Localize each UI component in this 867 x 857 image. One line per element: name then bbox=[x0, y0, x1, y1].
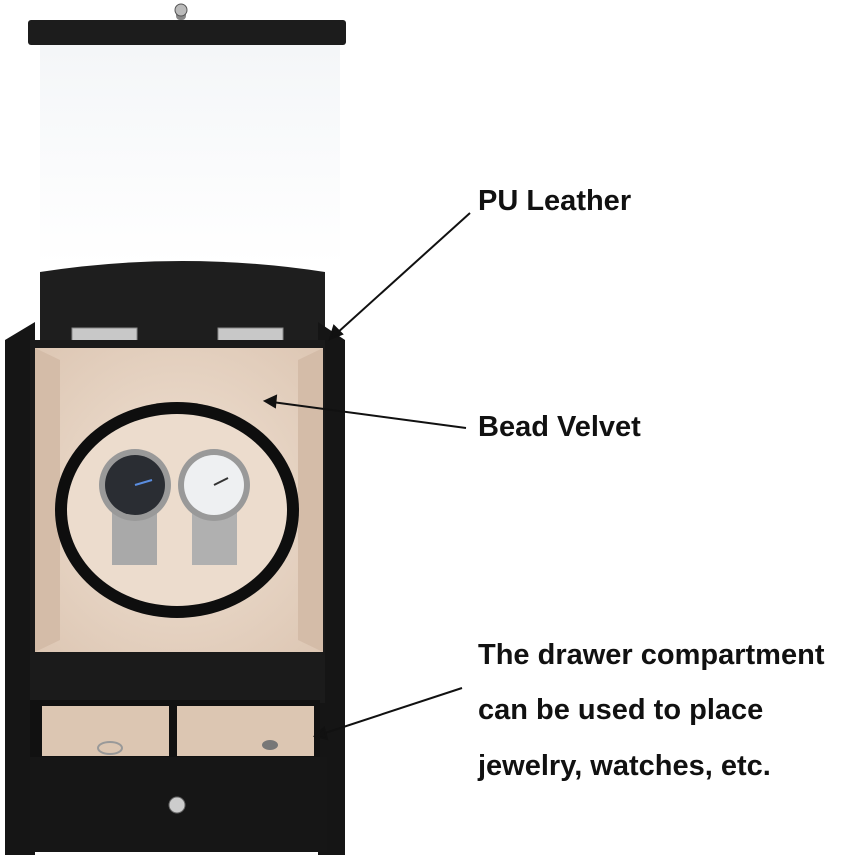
glass-lid bbox=[28, 3, 346, 266]
label-drawer-line2: can be used to place bbox=[478, 694, 764, 726]
label-pu-leather: PU Leather bbox=[478, 185, 632, 217]
label-bead-velvet: Bead Velvet bbox=[478, 411, 641, 443]
back-panel bbox=[40, 261, 325, 340]
watch-black-dial bbox=[99, 449, 171, 565]
drawer bbox=[30, 655, 327, 852]
watch-white-dial bbox=[178, 449, 250, 565]
annotation-arrows bbox=[262, 212, 471, 741]
label-drawer-line3: jewelry, watches, etc. bbox=[478, 750, 771, 782]
label-drawer-line1: The drawer compartment bbox=[478, 639, 825, 671]
drawer-knob bbox=[168, 796, 186, 814]
winder-ring bbox=[55, 402, 299, 618]
